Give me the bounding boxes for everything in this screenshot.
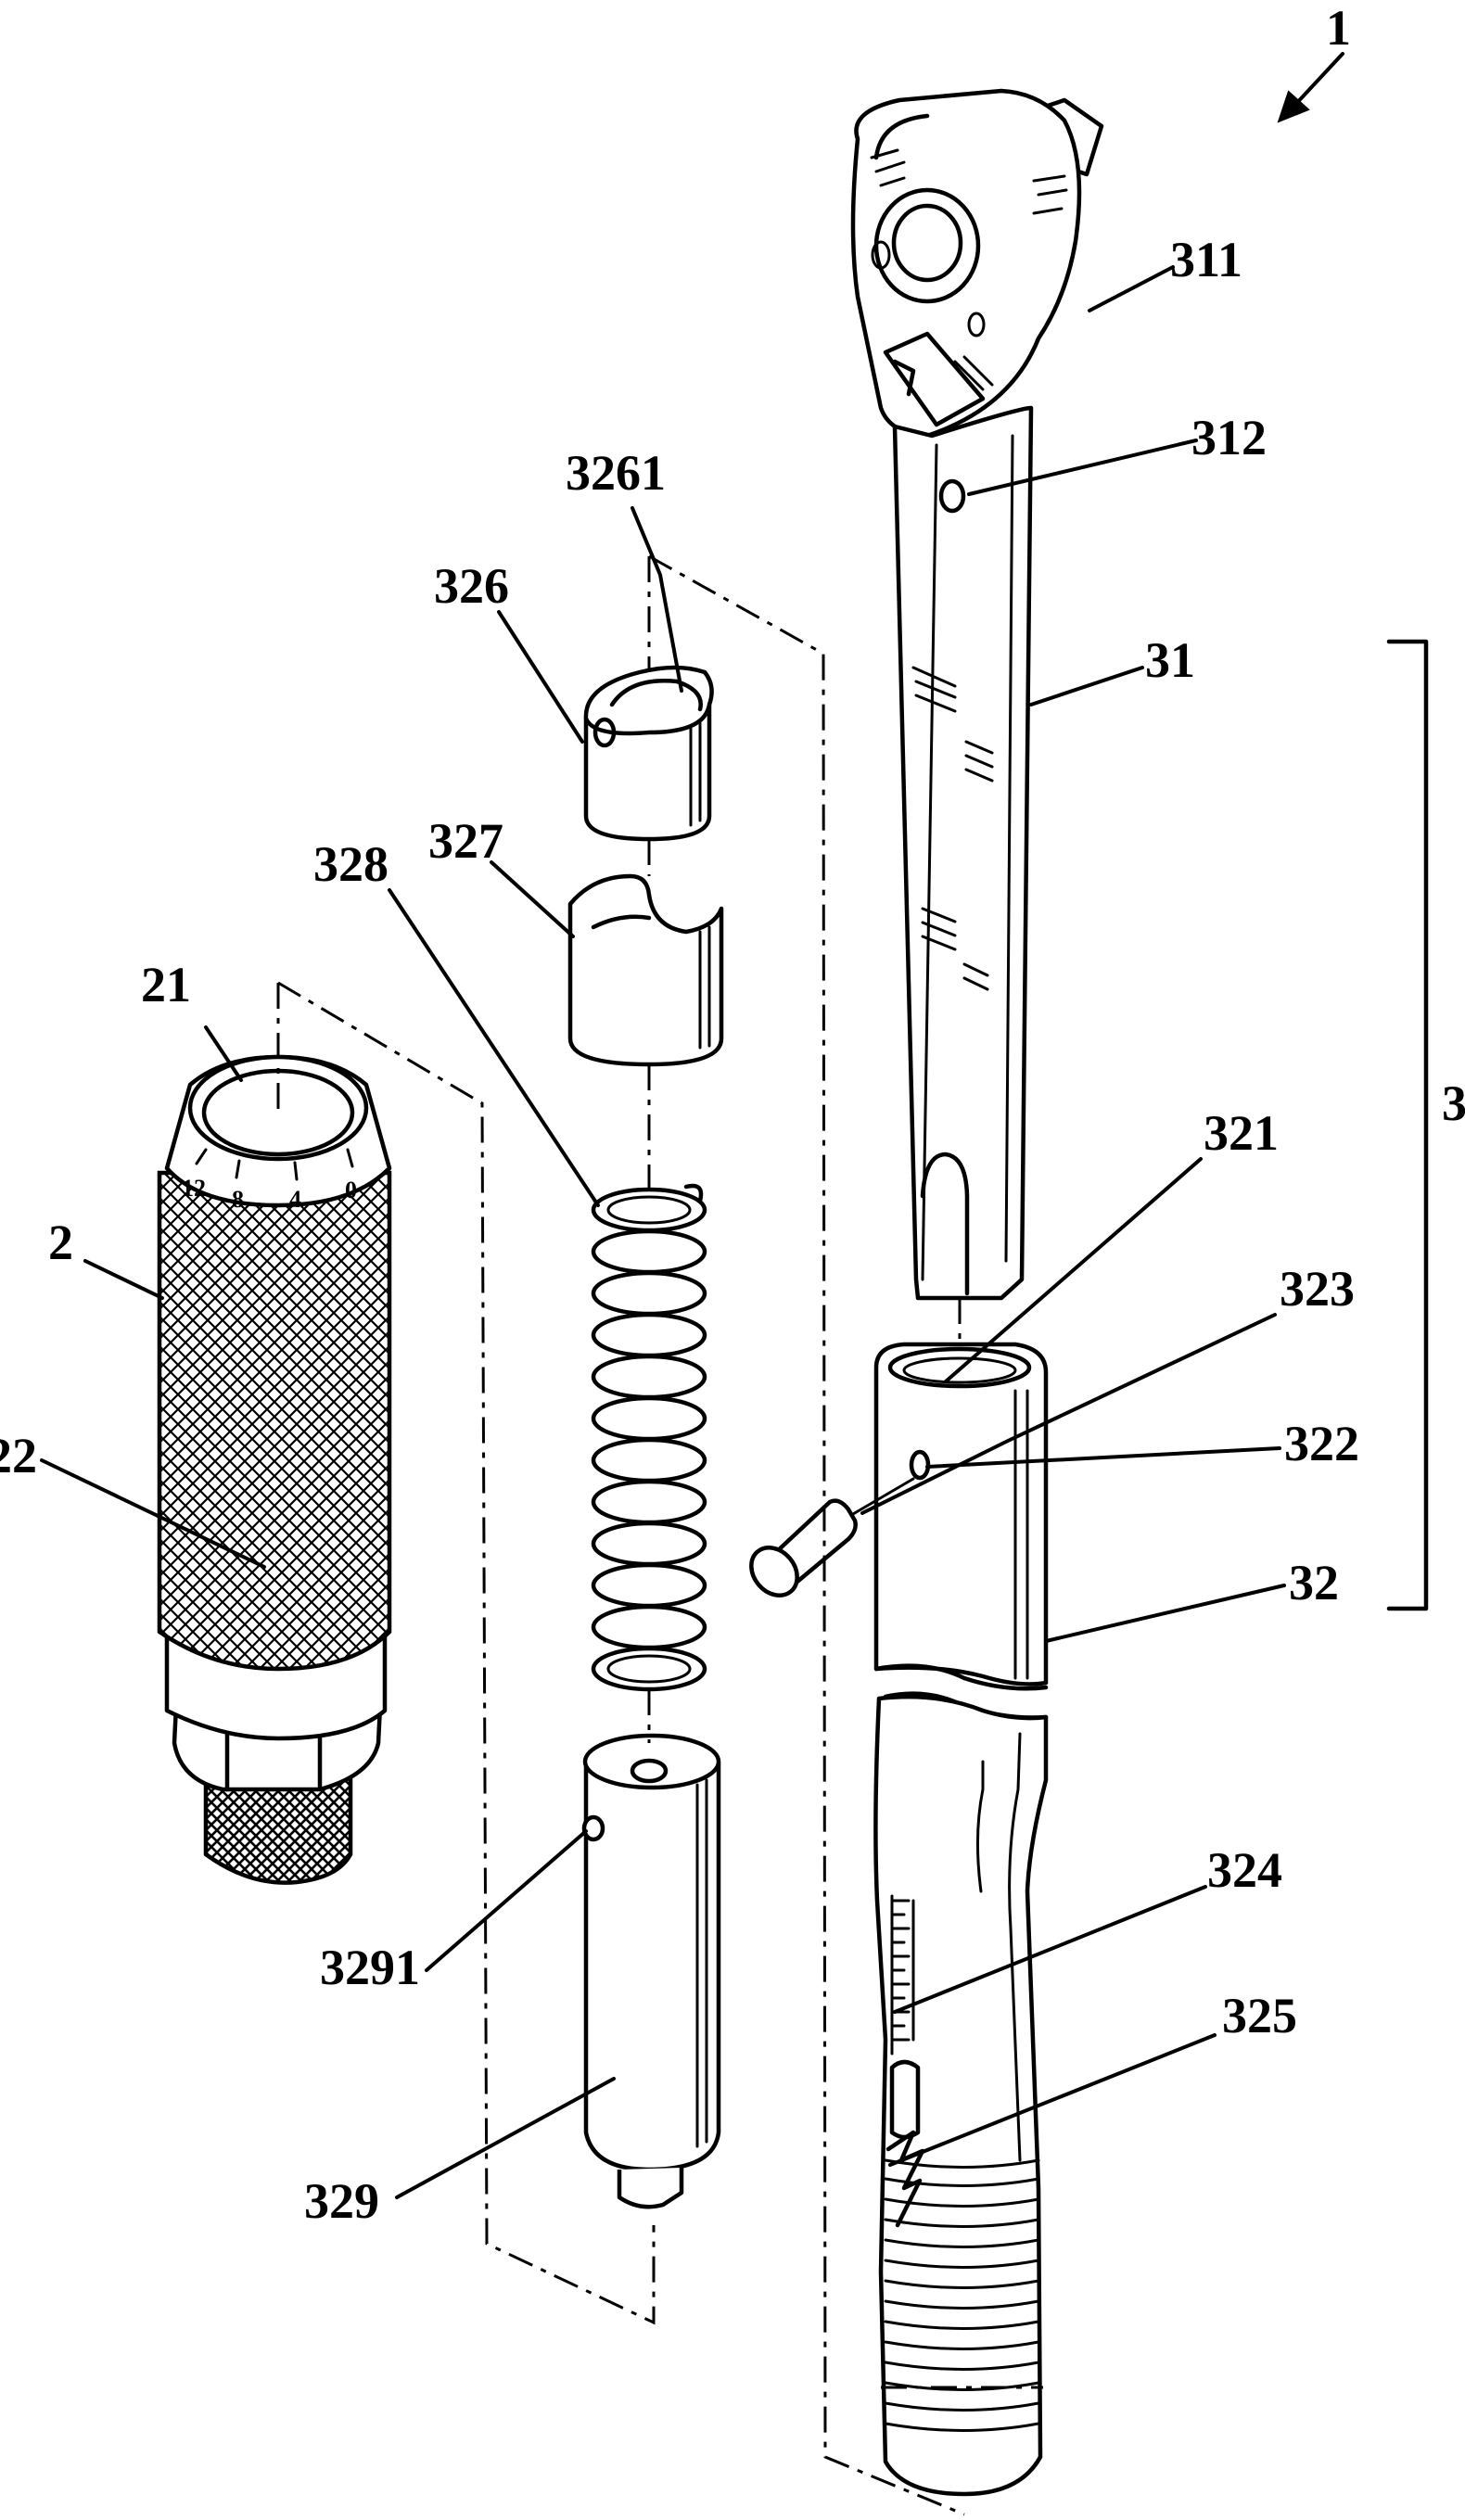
- dial-mark-4: 4: [289, 1186, 301, 1213]
- dial-mark-0: 0: [345, 1177, 357, 1203]
- leader-lines: [40, 265, 1286, 2199]
- plunger-329: [581, 1733, 721, 2209]
- label-22: 22: [0, 1428, 37, 1483]
- label-21: 21: [141, 957, 191, 1012]
- sleeve-327: [567, 873, 724, 1067]
- label-329: 329: [304, 2173, 379, 2229]
- label-326: 326: [434, 558, 509, 614]
- label-324: 324: [1207, 1842, 1282, 1898]
- label-3261: 3261: [566, 445, 666, 501]
- label-2: 2: [48, 1215, 73, 1270]
- label-321: 321: [1204, 1105, 1279, 1161]
- assembly-axes: [276, 554, 965, 2516]
- label-3291: 3291: [320, 1940, 420, 1995]
- part-labels: 1 311 312 31 3261 326 327 328 21 2 22 3 …: [0, 0, 1465, 2229]
- ratchet-handle: [850, 88, 1104, 1301]
- locking-pin: [749, 1477, 915, 1597]
- label-328: 328: [313, 836, 389, 892]
- dial-mark-12: 12: [182, 1175, 206, 1202]
- tube-thread: [881, 2158, 1043, 2432]
- label-32: 32: [1289, 1555, 1339, 1610]
- assembly-arrow: [1277, 52, 1344, 123]
- label-323: 323: [1280, 1261, 1355, 1317]
- label-312: 312: [1191, 410, 1267, 465]
- label-327: 327: [428, 813, 503, 869]
- spring-328: [591, 1183, 707, 1692]
- label-311: 311: [1170, 232, 1242, 287]
- label-31: 31: [1145, 632, 1195, 688]
- dial-mark-8: 8: [232, 1186, 244, 1213]
- label-325: 325: [1222, 1988, 1297, 2043]
- sleeve-326: [583, 665, 714, 842]
- label-1: 1: [1326, 0, 1351, 56]
- assembly-bracket: [1386, 639, 1429, 1611]
- adjusting-knob: 12 8 4 0: [157, 1054, 392, 1885]
- label-3: 3: [1442, 1075, 1465, 1131]
- label-322: 322: [1284, 1416, 1359, 1471]
- outer-tube: [873, 1342, 1049, 2497]
